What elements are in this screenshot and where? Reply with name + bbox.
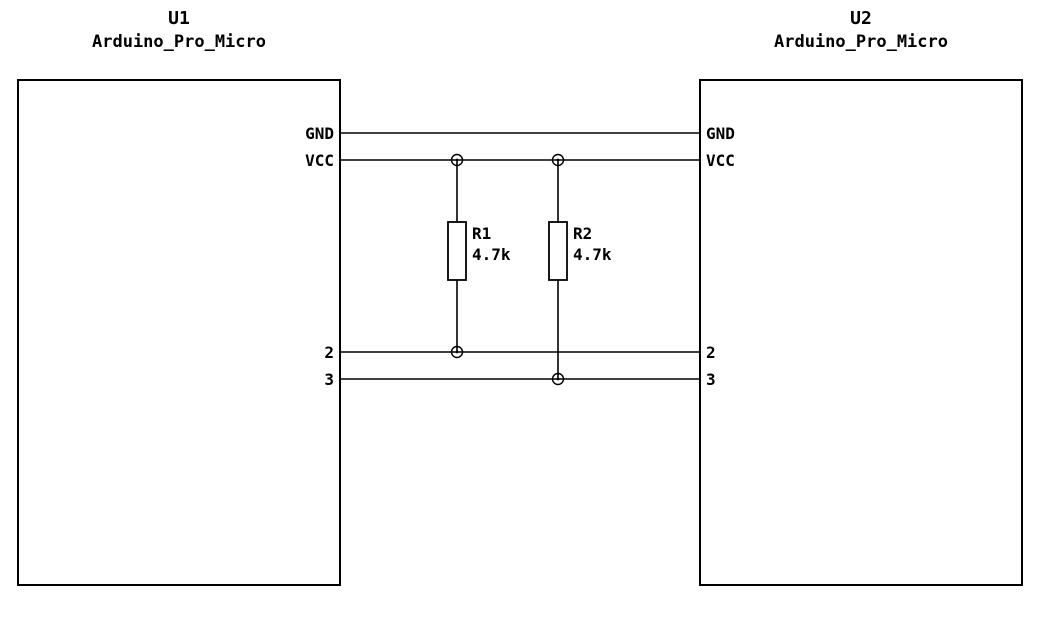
junction-dot [455,350,459,354]
pin-label-2: 2 [706,343,716,362]
resistor-ref: R2 [573,224,592,243]
pin-label-vcc: VCC [305,151,334,170]
component-value: Arduino_Pro_Micro [92,32,266,52]
resistor-r2: R2 4.7k [548,221,612,281]
pin-label-2: 2 [324,343,334,362]
resistor-r1: R1 4.7k [447,221,511,281]
component-value: Arduino_Pro_Micro [774,32,948,52]
net-wires [340,132,700,380]
junction-ring [551,153,565,167]
junction-r1-pin2 [450,345,464,359]
junction-ring [450,153,464,167]
pin-label-gnd: GND [305,124,334,143]
component-ref: U1 [168,8,190,29]
junctions [450,153,565,386]
component-u2: U2 Arduino_Pro_Micro GND VCC 2 3 [699,8,1023,586]
component-ref: U2 [850,8,872,29]
pin-label-vcc: VCC [706,151,735,170]
component-body [17,79,341,586]
resistor-body [548,221,568,281]
component-u1: U1 Arduino_Pro_Micro GND VCC 2 3 [17,8,341,586]
resistor-body [447,221,467,281]
pin-label-3: 3 [324,370,334,389]
component-body [699,79,1023,586]
junction-ring [450,345,464,359]
pin-label-gnd: GND [706,124,735,143]
junction-r2-pin3 [551,372,565,386]
resistor-ref: R1 [472,224,491,243]
junction-ring [551,372,565,386]
junction-dot [556,377,560,381]
junction-r2-vcc [551,153,565,167]
junction-r1-vcc [450,153,464,167]
resistor-value: 4.7k [573,245,612,264]
resistor-value: 4.7k [472,245,511,264]
junction-dot [556,158,560,162]
pin-label-3: 3 [706,370,716,389]
junction-dot [455,158,459,162]
